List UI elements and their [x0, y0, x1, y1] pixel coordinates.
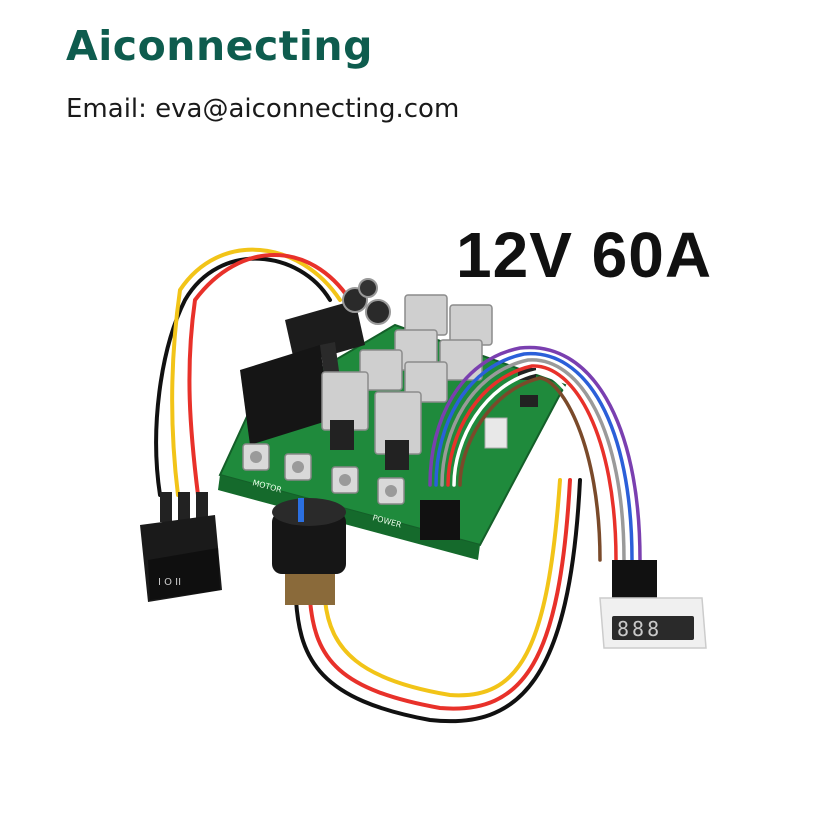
switch-markings: I O II	[158, 577, 181, 588]
pot-wires	[294, 478, 582, 724]
switch-wires	[154, 247, 352, 497]
rocker-switch: I O II	[140, 492, 222, 602]
pcb-board: MOTOR POWER	[218, 278, 567, 560]
potentiometer-knob	[272, 498, 346, 605]
contact-email: Email: eva@aiconnecting.com	[66, 94, 460, 124]
product-spec-label: 12V 60A	[456, 219, 713, 291]
display-ribbon-cable	[428, 345, 642, 562]
display-digits: 888	[617, 617, 662, 641]
pin-header	[420, 500, 460, 540]
led-display-module: 888	[599, 560, 707, 649]
brand-name: Aiconnecting	[66, 22, 373, 70]
